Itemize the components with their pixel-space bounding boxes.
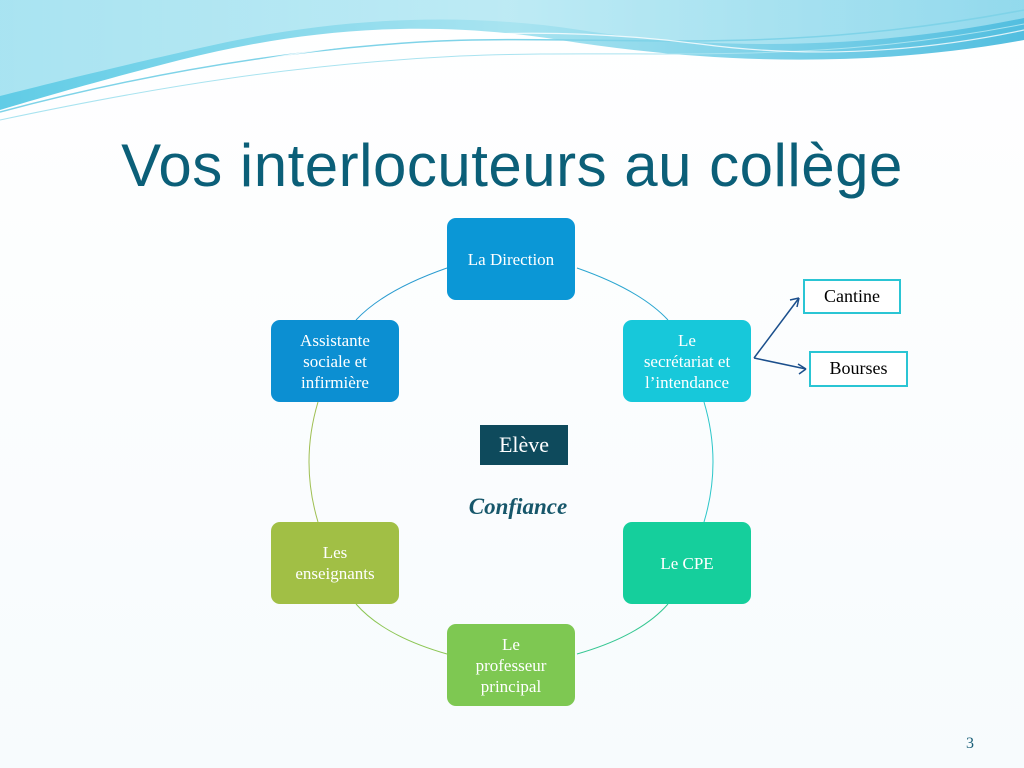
arc-assistante-direction: [355, 267, 448, 321]
arc-secretariat-cpe: [703, 401, 714, 523]
arrow-to-cantine: [753, 297, 800, 359]
arc-enseignants-assistante: [308, 401, 319, 523]
node-professeur-principal: Le professeur principal: [447, 624, 575, 706]
node-assistante-infirmiere: Assistante sociale et infirmière: [271, 320, 399, 402]
arrowhead-cantine: [789, 297, 800, 308]
arc-direction-secretariat: [576, 267, 669, 321]
page-title: Vos interlocuteurs au collège: [121, 132, 903, 199]
node-secretariat: Le secrétariat et l’intendance: [623, 320, 751, 402]
branch-bourses: Bourses: [809, 351, 908, 387]
arrow-to-bourses: [753, 357, 807, 370]
node-cpe: Le CPE: [623, 522, 751, 604]
header-wave-decoration: [0, 0, 1024, 121]
center-eleve-box: Elève: [480, 425, 568, 465]
arc-cpe-professeur: [576, 603, 669, 655]
arrowhead-bourses: [797, 363, 807, 375]
arc-professeur-enseignants: [355, 603, 448, 655]
center-caption-confiance: Confiance: [468, 494, 568, 519]
branch-cantine: Cantine: [803, 279, 901, 314]
node-direction: La Direction: [447, 218, 575, 300]
slide-page-number: 3: [966, 735, 974, 752]
node-enseignants: Les enseignants: [271, 522, 399, 604]
